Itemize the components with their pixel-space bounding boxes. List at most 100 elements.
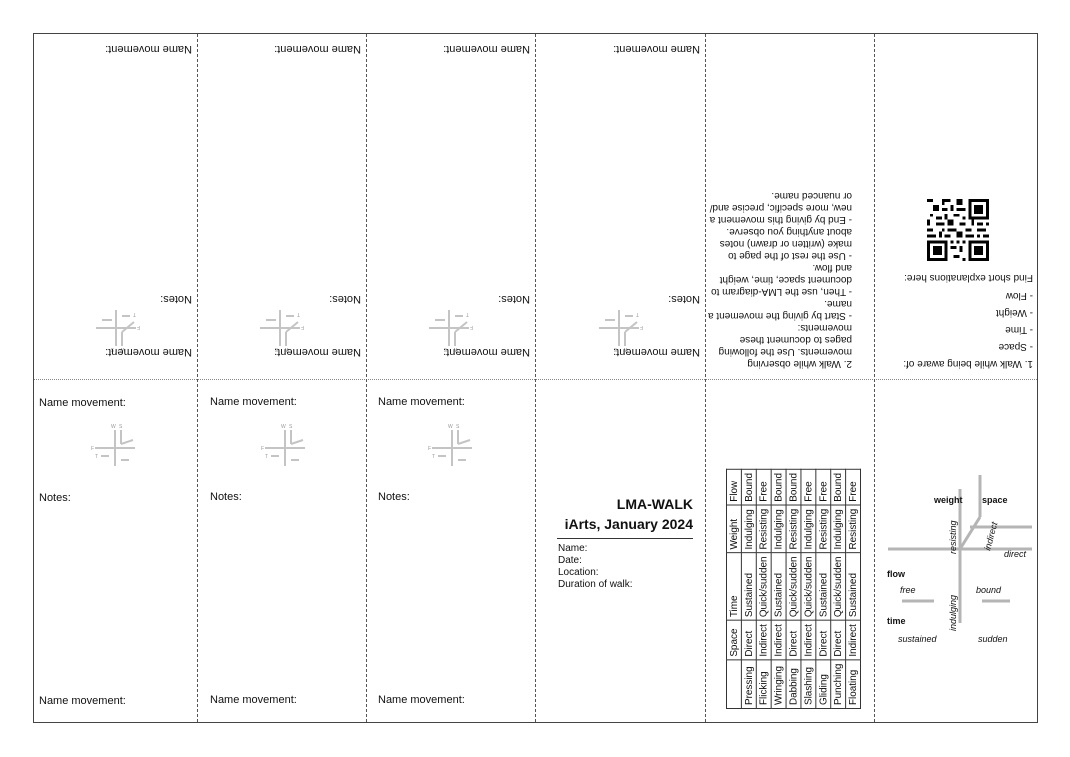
label-sudden: sudden [978,634,1008,644]
letter-f: F [301,324,304,330]
cover-rule [557,538,693,539]
name-movement-label: Name movement: [274,346,361,358]
letter-s: S [119,424,123,430]
page-effort-diagram: weight space resisting indirect direct f… [874,379,1039,724]
label-weight: weight [933,495,963,505]
table-cell: Free [800,469,816,506]
table-cell: Punching [830,660,846,709]
letter-t: T [265,454,268,460]
qr-caption: Find short explanations here: [904,272,1033,283]
name-movement-label: Name movement: [613,346,700,358]
cover-title: LMA-WALK [616,496,693,512]
name-movement-label: Name movement: [378,694,465,706]
qr-code-icon[interactable] [927,199,989,261]
instruction-line: - Use the rest of the page to [728,250,852,261]
table-cell: Quick/sudden [800,552,816,621]
cut-line-1 [197,34,198,722]
letter-w: W [281,424,286,430]
instruction-line: document space, time, weight [719,274,852,285]
instruction-line: 2. Walk while observing [747,358,852,369]
letter-s: S [289,424,293,430]
letter-s: S [613,346,617,352]
lma-mini-diagram: WS FT [599,310,643,352]
lma-mini-diagram: WS FT [96,310,140,352]
instruction-line: movements: [797,322,852,333]
letter-w: W [453,346,458,352]
field-location: Location: [558,567,599,578]
label-indulging: indulging [948,595,958,631]
cut-line-2 [366,34,367,722]
table-cell: Quick/sudden [830,552,846,621]
table-cell: Sustained [845,552,861,621]
table-cell: Indirect [845,620,861,661]
instruction-line: make (written or drawn) notes [719,238,852,249]
table-header-cell: Space [726,620,742,661]
name-movement-label: Name movement: [39,397,126,409]
notes-label: Notes: [668,293,700,305]
label-bound: bound [976,585,1002,595]
table-cell: Floating [845,660,861,709]
table-cell: Free [756,469,772,506]
label-indirect: indirect [982,520,999,551]
name-movement-label: Name movement: [39,695,126,707]
table-cell: Resisting [815,505,831,553]
page-cover: LMA-WALK iArts, January 2024 Name: Date:… [535,379,705,724]
notes-label: Notes: [210,491,242,503]
instruction-line: about anything you observe. [726,226,852,237]
name-movement-label: Name movement: [443,346,530,358]
table-cell: Sustained [741,552,757,621]
table-cell: Quick/sudden [756,552,772,621]
cut-line-5 [874,34,875,722]
table-cell: Direct [741,620,757,661]
notes-label: Notes: [498,293,530,305]
table-header-cell: Flow [726,469,742,506]
letter-s: S [274,346,278,352]
table-cell: Indulging [830,505,846,553]
instruction-line: name. [824,298,852,309]
table-cell: Sustained [815,552,831,621]
name-movement-label: Name movement: [210,396,297,408]
field-duration: Duration of walk: [558,579,633,590]
name-movement-label: Name movement: [105,346,192,358]
table-cell: Gliding [815,660,831,709]
instruction-line: or nuanced name. [771,190,852,201]
table-cell: Bound [786,469,801,506]
letter-s: S [456,424,460,430]
label-space: space [982,495,1008,505]
label-sustained: sustained [898,634,938,644]
letter-s: S [110,346,114,352]
table-cell: Bound [771,469,787,506]
instruction-line: and flow. [812,262,852,273]
instruction-line: movements. Use the following [718,346,852,357]
table-cell: Pressing [741,660,757,709]
cut-line-3 [535,34,536,722]
letter-s: S [443,346,447,352]
name-movement-label: Name movement: [378,396,465,408]
label-flow: flow [887,569,906,579]
instruction-line: - Start by giving the movement a [708,310,852,321]
name-movement-label: Name movement: [443,43,530,55]
table-cell: Indirect [771,620,787,661]
notes-label: Notes: [39,492,71,504]
field-date: Date: [558,555,582,566]
item-weight: - Weight [995,307,1033,318]
instruction-line: pages to document these [739,334,852,345]
field-name: Name: [558,543,588,554]
instruction-line: - Then, use the LMA-diagram to [711,286,852,297]
letter-t: T [636,311,639,317]
letter-w: W [448,424,453,430]
